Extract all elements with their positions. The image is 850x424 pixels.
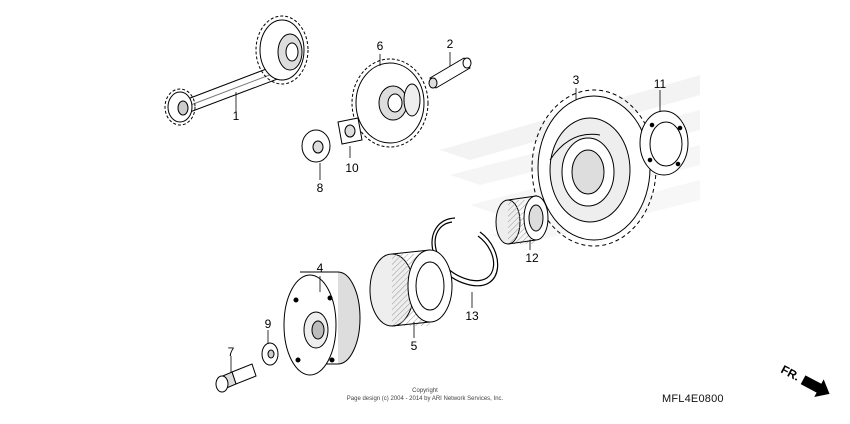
circlip	[431, 217, 499, 287]
flange-bolt	[215, 363, 257, 393]
callout-4: 4	[317, 261, 324, 275]
callout-7: 7	[228, 345, 235, 359]
callout-5: 5	[411, 339, 418, 353]
callout-8: 8	[317, 181, 324, 195]
lock-washer	[337, 117, 363, 145]
pin	[428, 57, 472, 89]
callout-1: 1	[233, 109, 240, 123]
fr-label: FR.	[779, 362, 803, 383]
callout-9: 9	[265, 317, 272, 331]
washer-8	[301, 129, 331, 163]
callout-2: 2	[447, 37, 454, 51]
starter-driven-gear	[531, 89, 657, 247]
callout-6: 6	[377, 39, 384, 53]
callout-3: 3	[573, 73, 580, 87]
needle-bearing	[495, 195, 549, 245]
one-way-clutch	[369, 249, 453, 327]
diagram-code: MFL4E0800	[662, 393, 724, 405]
leader-lines	[230, 52, 661, 372]
copyright-line-2: Page design (c) 2004 - 2014 by ARI Netwo…	[346, 396, 504, 402]
callout-12: 12	[525, 251, 539, 265]
arrow-right-icon	[800, 375, 830, 398]
callout-10: 10	[345, 161, 359, 175]
reduction-gear	[351, 58, 429, 148]
starter-clutch-outer	[283, 271, 361, 376]
thrust-plate	[639, 110, 689, 176]
callout-13: 13	[465, 309, 479, 323]
callout-labels: 1 2 3 4 5 6 7 8 9 10 11 12 13	[228, 37, 667, 359]
callout-11: 11	[654, 77, 667, 91]
washer-9	[261, 342, 279, 366]
copyright-line-1: Copyright	[412, 388, 438, 394]
shaft-assembly	[164, 15, 309, 126]
